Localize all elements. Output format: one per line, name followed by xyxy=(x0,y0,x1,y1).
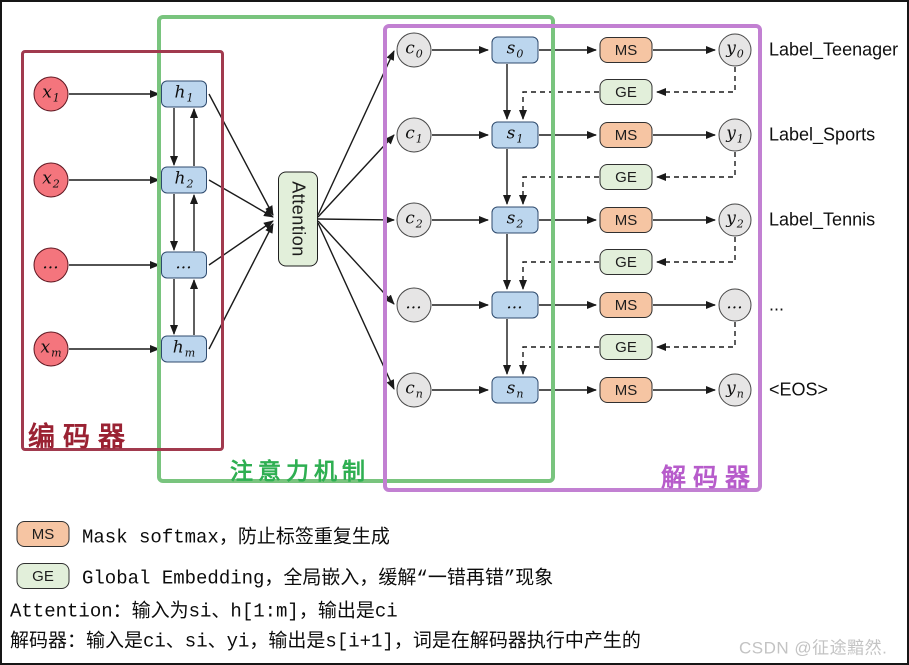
encoder-region-label: 编码器 xyxy=(28,422,133,452)
output-label-sports: Label_Sports xyxy=(769,124,876,145)
output-label-eos: <EOS> xyxy=(769,379,829,400)
output-label-tennis: Label_Tennis xyxy=(769,209,876,230)
output-label-ellipsis: ... xyxy=(769,294,785,315)
context-ellipsis: ... xyxy=(396,287,432,323)
mask-softmax-box-4: MS xyxy=(599,377,653,403)
decoder-region-box xyxy=(383,24,762,492)
output-y0: y0 xyxy=(718,33,752,67)
encoder-input-x2: x2 xyxy=(33,162,69,198)
encoder-input-xm: xm xyxy=(33,331,69,367)
state-s2: s2 xyxy=(491,206,539,234)
mask-softmax-box-3: MS xyxy=(599,292,653,318)
watermark: CSDN @征途黯然. xyxy=(739,638,888,658)
legend-ge-text: Global Embedding，全局嵌入，缓解“一错再错”现象 xyxy=(82,567,554,590)
legend-ge-chip: GE xyxy=(16,563,70,589)
decoder-region-label: 解码器 xyxy=(661,465,758,492)
encoder-region-box xyxy=(21,50,224,451)
context-c2: c2 xyxy=(396,202,432,238)
decoder-note: 解码器：输入是ci、si、yi，输出是s[i+1]，词是在解码器执行中产生的 xyxy=(10,630,641,653)
state-s0: s0 xyxy=(491,36,539,64)
state-ellipsis: ... xyxy=(491,291,539,319)
output-yn: yn xyxy=(718,373,752,407)
mask-softmax-box-1: MS xyxy=(599,122,653,148)
legend-ms-chip: MS xyxy=(16,521,70,547)
state-s1: s1 xyxy=(491,121,539,149)
mask-softmax-box-0: MS xyxy=(599,37,653,63)
context-cn: cn xyxy=(396,372,432,408)
context-c0: c0 xyxy=(396,32,432,68)
output-y1: y1 xyxy=(718,118,752,152)
attention-note: Attention：输入为si、h[1:m]，输出是ci xyxy=(10,600,398,623)
attention-region-label: 注意力机制 xyxy=(230,459,370,484)
hidden-state-ellipsis: ... xyxy=(161,251,207,279)
encoder-input-ellipsis: ... xyxy=(33,247,69,283)
attention-region-box xyxy=(157,15,555,483)
legend-ms-text: Mask softmax，防止标签重复生成 xyxy=(82,526,390,549)
output-ellipsis: ... xyxy=(718,288,752,322)
global-embedding-box-2: GE xyxy=(599,249,653,275)
global-embedding-box-1: GE xyxy=(599,164,653,190)
decoder-row-arrows xyxy=(432,46,716,394)
state-sn: sn xyxy=(491,376,539,404)
output-y2: y2 xyxy=(718,203,752,237)
hidden-state-h2: h2 xyxy=(161,166,207,194)
mask-softmax-box-2: MS xyxy=(599,207,653,233)
hidden-state-h1: h1 xyxy=(161,80,207,108)
encoder-arrows xyxy=(69,90,274,353)
global-embedding-box-0: GE xyxy=(599,79,653,105)
context-c1: c1 xyxy=(396,117,432,153)
global-embedding-box-3: GE xyxy=(599,334,653,360)
encoder-input-x1: x1 xyxy=(33,76,69,112)
global-embedding-dashed-arrows xyxy=(519,67,736,375)
output-label-teenager: Label_Teenager xyxy=(769,39,899,60)
hidden-state-hm: hm xyxy=(161,335,207,363)
attention-block: Attention xyxy=(278,171,318,267)
attention-fanout-arrows xyxy=(317,50,395,390)
